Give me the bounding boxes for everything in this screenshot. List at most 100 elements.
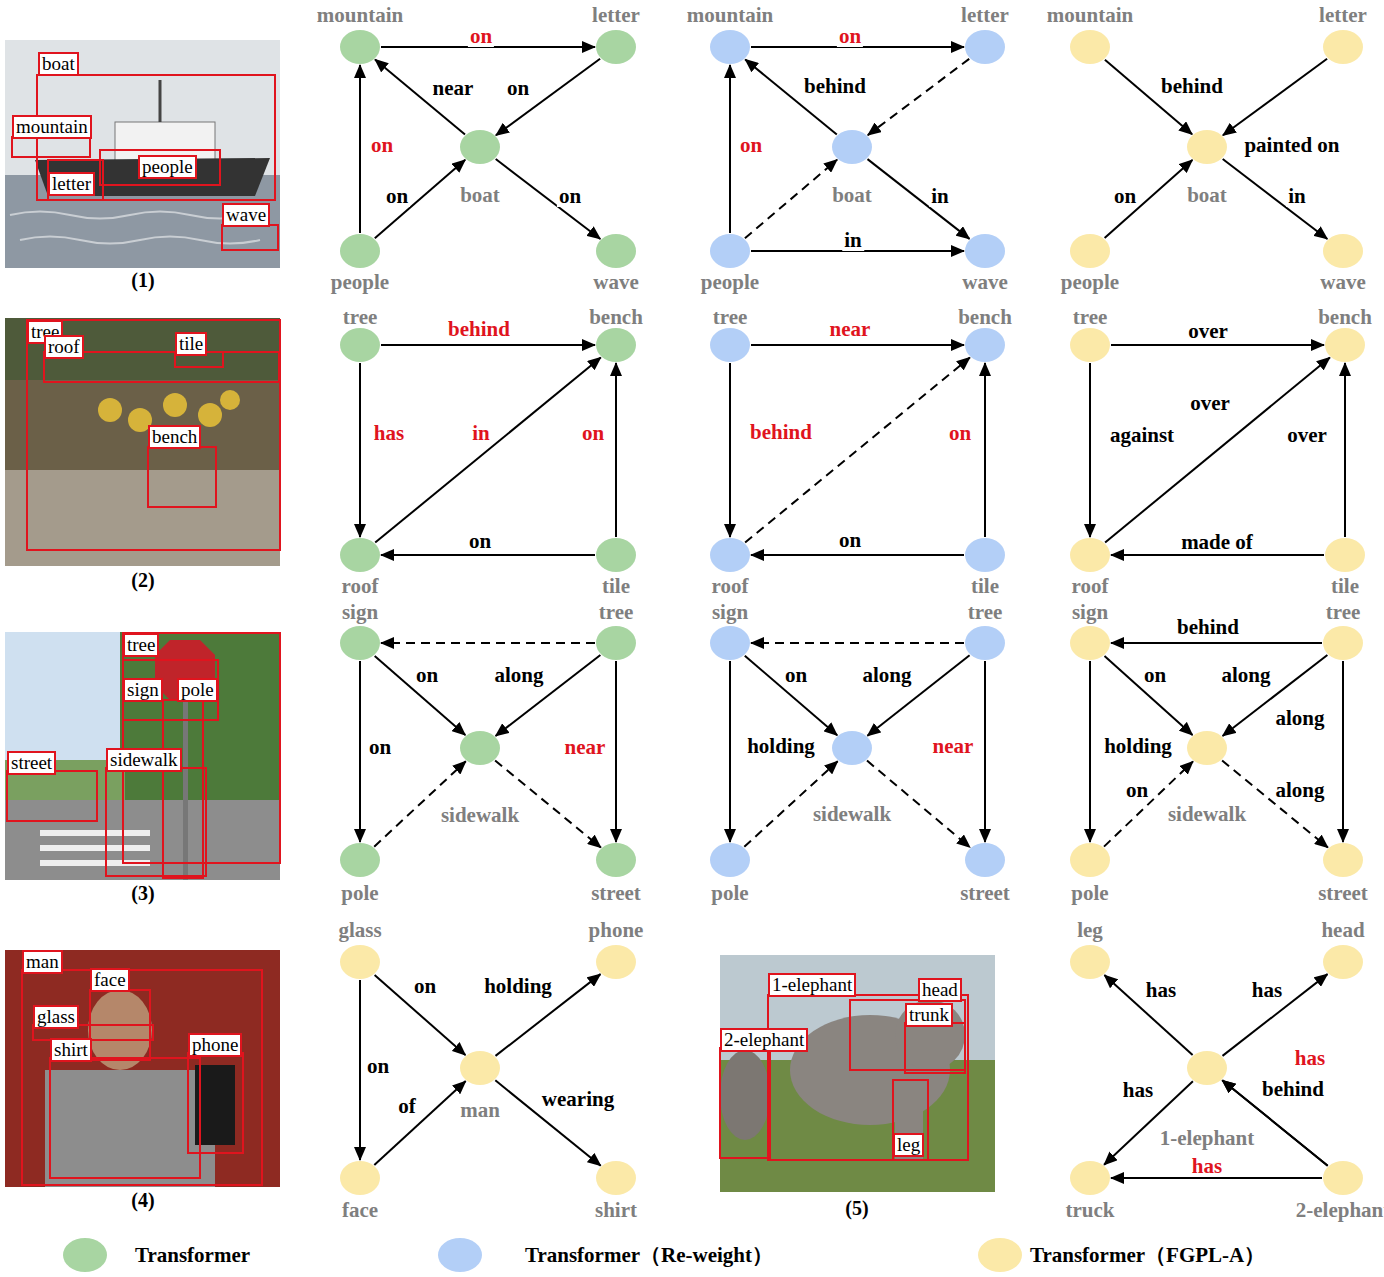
relation-arrow: [1105, 60, 1192, 135]
edge-label: near: [931, 735, 976, 757]
edge-label: on: [505, 77, 531, 99]
relation-arrow: [751, 554, 964, 556]
node-label: leg: [1077, 918, 1103, 942]
edge-label: holding: [1102, 735, 1174, 757]
bbox-tag: phone: [188, 1033, 242, 1057]
legend-text: Transformer（FGPL-A）: [1030, 1241, 1265, 1269]
relation-arrow: [1342, 661, 1344, 842]
relation-arrow: [745, 59, 837, 134]
bbox-tag: trunk: [905, 1003, 953, 1027]
bbox-tag: tree: [123, 633, 159, 657]
graph-node-circle: tile: [965, 538, 1005, 572]
node-label: letter: [592, 3, 640, 27]
graph-node-circle: wave: [596, 234, 636, 268]
graph-node-circle: tree: [965, 626, 1005, 660]
node-label: boat: [460, 183, 500, 207]
edge-label: in: [470, 422, 492, 444]
edge-label: on: [369, 134, 395, 156]
edge-label: in: [1286, 185, 1308, 207]
graph-node-circle: people: [710, 234, 750, 268]
legend-swatch: [438, 1238, 482, 1272]
edge-label: on: [783, 664, 809, 686]
graph-node-circle: bench: [1325, 328, 1365, 362]
graph-node-circle: letter: [1323, 30, 1363, 64]
relation-arrow: [615, 661, 617, 842]
graph-node-circle: tree: [1070, 328, 1110, 362]
node-label: street: [1318, 881, 1368, 905]
node-label: mountain: [687, 3, 773, 27]
edge-label: in: [842, 229, 864, 251]
edge-label: near: [828, 318, 873, 340]
node-label: letter: [961, 3, 1009, 27]
edge-label: on: [1124, 779, 1150, 801]
graph-node-circle: sidewalk: [1187, 731, 1227, 765]
bbox-tag: face: [90, 968, 130, 992]
graph-node-circle: head: [1323, 945, 1363, 979]
relation-arrow: [1344, 363, 1346, 537]
graph-node-circle: people: [340, 234, 380, 268]
graph-node-circle: tree: [596, 626, 636, 660]
edge-label: made of: [1179, 531, 1255, 553]
edge-label: behind: [1159, 75, 1225, 97]
relation-arrow: [984, 363, 986, 537]
graph-node-circle: mountain: [1070, 30, 1110, 64]
graph-node-circle: man: [460, 1051, 500, 1085]
node-label: sign: [1072, 600, 1108, 624]
relation-arrow: [359, 661, 361, 842]
edge-label: along: [492, 664, 545, 686]
node-label: pole: [1071, 881, 1108, 905]
panel-number: (5): [845, 1197, 868, 1220]
edge-label: behind: [1260, 1078, 1326, 1100]
graph-node-circle: sign: [710, 626, 750, 660]
bbox-tag: shirt: [50, 1038, 92, 1062]
bbox-tag: street: [7, 751, 56, 775]
bbox-tag: wave: [222, 203, 270, 227]
edge-label: behind: [748, 421, 814, 443]
edge-label: behind: [1175, 616, 1241, 638]
edge-label: has: [1293, 1047, 1327, 1069]
node-label: mountain: [317, 3, 403, 27]
graph-node-circle: mountain: [340, 30, 380, 64]
graph-node-circle: roof: [710, 538, 750, 572]
edge-label: on: [837, 25, 863, 47]
node-label: 1-elephant: [1160, 1126, 1255, 1150]
relation-arrow: [745, 656, 837, 736]
relation-arrow: [1223, 59, 1327, 136]
relation-arrow: [615, 363, 617, 537]
bbox-tag: letter: [48, 172, 95, 196]
node-label: pole: [711, 881, 748, 905]
node-label: tree: [343, 305, 378, 329]
node-label: boat: [1187, 183, 1227, 207]
relation-arrow: [1089, 363, 1091, 537]
edge-label: over: [1285, 424, 1329, 446]
edge-label: has: [1190, 1155, 1224, 1177]
node-label: glass: [338, 918, 381, 942]
graph-node-circle: street: [965, 843, 1005, 877]
node-label: tile: [602, 574, 630, 598]
graph-node-circle: street: [1323, 843, 1363, 877]
relation-arrow: [1105, 358, 1330, 543]
relation-arrow: [1111, 554, 1324, 556]
graph-node-circle: face: [340, 1161, 380, 1195]
graph-node-circle: wave: [965, 234, 1005, 268]
relation-arrow: [1111, 642, 1322, 644]
relation-arrow: [729, 661, 731, 842]
node-label: sidewalk: [441, 803, 519, 827]
photo-3: [5, 632, 280, 880]
edge-label: over: [1186, 320, 1230, 342]
node-label: street: [591, 881, 641, 905]
relation-arrow: [1111, 344, 1324, 346]
node-label: tile: [1331, 574, 1359, 598]
edge-label: on: [557, 185, 583, 207]
node-label: roof: [712, 574, 749, 598]
node-label: letter: [1319, 3, 1367, 27]
relation-arrow: [745, 160, 837, 239]
graph-node-circle: people: [1070, 234, 1110, 268]
edge-label: wearing: [540, 1088, 616, 1110]
relation-arrow: [751, 344, 964, 346]
edge-label: on: [580, 422, 606, 444]
bbox-tag: bench: [148, 425, 201, 449]
bbox-tag: pole: [177, 678, 218, 702]
edge-label: near: [563, 736, 608, 758]
